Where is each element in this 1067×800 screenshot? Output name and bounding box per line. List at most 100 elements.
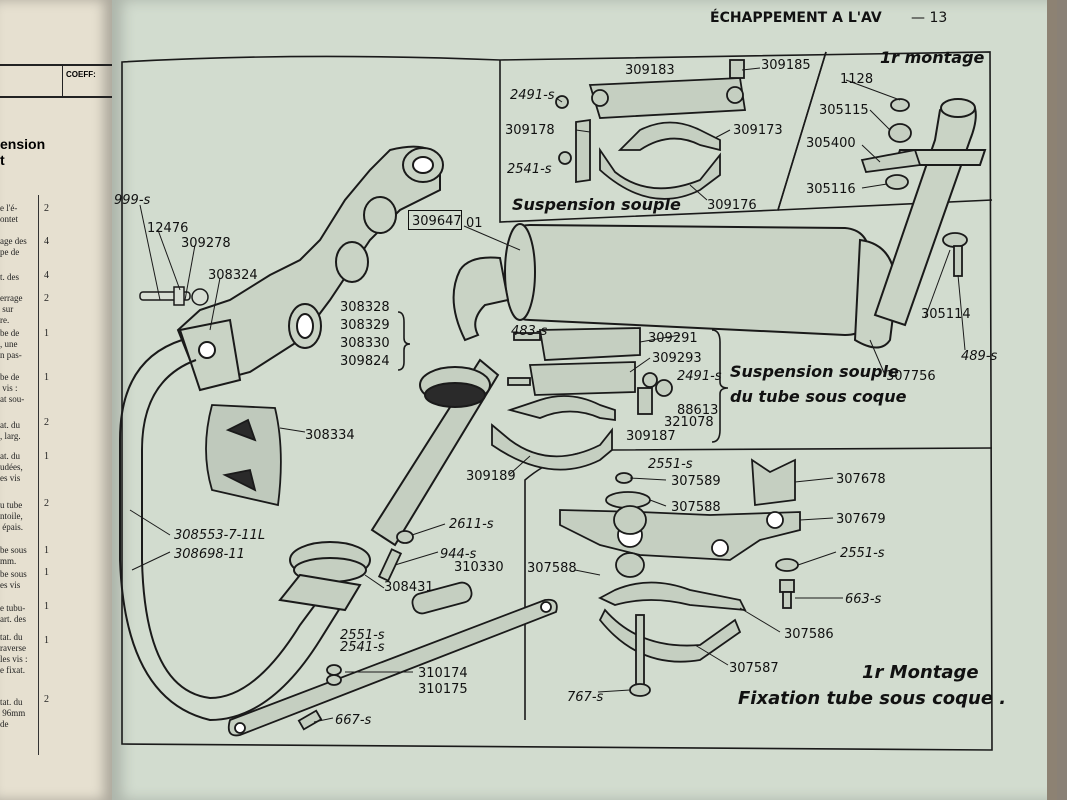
caption-suspension-souple: Suspension souple xyxy=(512,195,681,214)
part-label: 310175 xyxy=(418,682,468,697)
left-page-text: tat. du raverse les vis : e fixat. xyxy=(0,632,28,675)
part-label: 308553-7-11L xyxy=(174,528,266,543)
part-label: 310174 xyxy=(418,666,468,681)
part-label: 999-s xyxy=(114,193,151,208)
part-label: 309293 xyxy=(652,351,702,366)
part-label: 2551-s xyxy=(840,546,885,561)
left-page-header-band xyxy=(0,64,112,98)
main-frame xyxy=(121,51,993,751)
left-page-quantity: 4 xyxy=(44,236,49,247)
part-label: 307586 xyxy=(784,627,834,642)
part-label: 767-s xyxy=(567,690,604,705)
left-page-text: e tubu- art. des xyxy=(0,603,26,624)
part-label: 308334 xyxy=(305,428,355,443)
part-label: 308330 xyxy=(340,336,390,351)
part-label: 308328 xyxy=(340,300,390,315)
intermediate-pipe xyxy=(278,358,500,612)
part-label: 2541-s xyxy=(340,640,385,655)
part-label: 1128 xyxy=(840,72,874,87)
bolt-999s xyxy=(139,286,209,306)
part-label: 944-s xyxy=(440,547,477,562)
part-label: 309173 xyxy=(733,123,783,138)
part-label: 2541-s xyxy=(507,162,552,177)
left-page-quantity: 2 xyxy=(44,694,49,705)
page-header-title: ÉCHAPPEMENT A L'AV xyxy=(710,10,882,26)
part-label: 305115 xyxy=(819,103,869,118)
left-page-quantity: 1 xyxy=(44,635,49,646)
part-label: 307679 xyxy=(836,512,886,527)
left-page-text: at. du udées, es vis xyxy=(0,451,23,483)
caption-first-mounting-top: 1r montage xyxy=(880,48,985,67)
tube-suspension-parts xyxy=(491,327,673,471)
part-label: 309278 xyxy=(181,236,231,251)
part-label: 307678 xyxy=(836,472,886,487)
part-label: 12476 xyxy=(147,221,189,236)
part-label: 307588 xyxy=(671,500,721,515)
part-label: 2491-s xyxy=(677,369,722,384)
caption-first-mounting-bottom: 1r Montage xyxy=(862,662,979,683)
part-label: 2491-s xyxy=(510,88,555,103)
first-mounting-box-divider xyxy=(777,51,827,211)
fixation-parts xyxy=(559,458,801,697)
part-label: 305400 xyxy=(806,136,856,151)
left-page-quantity: 1 xyxy=(44,372,49,383)
coeff-label: COEFF: xyxy=(66,70,96,79)
part-label: 2551-s xyxy=(340,628,385,643)
left-page-quantity: 2 xyxy=(44,293,49,304)
part-label: 307588 xyxy=(527,561,577,576)
left-page-quantity: 2 xyxy=(44,203,49,214)
left-page-quantity: 1 xyxy=(44,567,49,578)
left-page-text: age des pe de xyxy=(0,236,27,257)
left-page-quantity: 2 xyxy=(44,498,49,509)
part-label: 309185 xyxy=(761,58,811,73)
part-label: 309824 xyxy=(340,354,390,369)
part-label: 663-s xyxy=(845,592,882,607)
caption-fixation-tube: Fixation tube sous coque . xyxy=(738,688,1007,709)
part-label: 309178 xyxy=(505,123,555,138)
left-page-title: ension t xyxy=(0,136,45,168)
left-page-column-rule xyxy=(62,64,63,96)
page-edge xyxy=(1047,0,1057,800)
part-label: 308329 xyxy=(340,318,390,333)
first-mounting-box-bottom xyxy=(777,199,993,211)
part-label: 307756 xyxy=(886,369,936,384)
left-page-quantity: 4 xyxy=(44,270,49,281)
part-label: 308431 xyxy=(384,580,434,595)
support-bar xyxy=(227,530,558,737)
page-number: — 13 xyxy=(911,10,948,26)
left-page-divider xyxy=(38,195,39,755)
part-label: 309187 xyxy=(626,429,676,444)
part-label: 2551-s xyxy=(648,457,693,472)
left-page-text: be sous mm. xyxy=(0,545,27,566)
left-page-quantity: 1 xyxy=(44,328,49,339)
caption-suspension-tube-line2: du tube sous coque xyxy=(730,387,907,406)
first-mounting-parts xyxy=(860,98,968,277)
left-page-text: errage sur re. xyxy=(0,293,23,325)
left-page-quantity: 1 xyxy=(44,451,49,462)
left-page-text: be sous es vis xyxy=(0,569,27,590)
part-label: 305114 xyxy=(921,307,971,322)
part-label: 321078 xyxy=(664,415,714,430)
suspension-souple-parts xyxy=(555,59,747,200)
left-page-text: be de vis : at sou- xyxy=(0,372,25,404)
part-label: 310330 xyxy=(454,560,504,575)
left-page-quantity: 2 xyxy=(44,417,49,428)
part-label: 489-s xyxy=(961,349,998,364)
left-page-text: at. du , larg. xyxy=(0,420,21,441)
left-page-title-line2: t xyxy=(0,152,5,168)
downpipe xyxy=(119,339,346,722)
part-label: 01 xyxy=(466,216,483,231)
part-label: 308324 xyxy=(208,268,258,283)
left-page-text: t. des xyxy=(0,272,19,282)
left-page-text: tat. du 96mm de xyxy=(0,697,26,729)
left-page-text: be de , une n pas- xyxy=(0,328,22,360)
part-label: 309647 xyxy=(412,214,462,229)
part-label: 307589 xyxy=(671,474,721,489)
left-page-title-line1: ension xyxy=(0,136,46,152)
left-page-quantity: 1 xyxy=(44,545,49,556)
part-label: 88613 xyxy=(677,403,719,418)
heat-shield xyxy=(205,404,282,507)
exhaust-manifold xyxy=(176,145,444,392)
part-label: 309183 xyxy=(625,63,675,78)
